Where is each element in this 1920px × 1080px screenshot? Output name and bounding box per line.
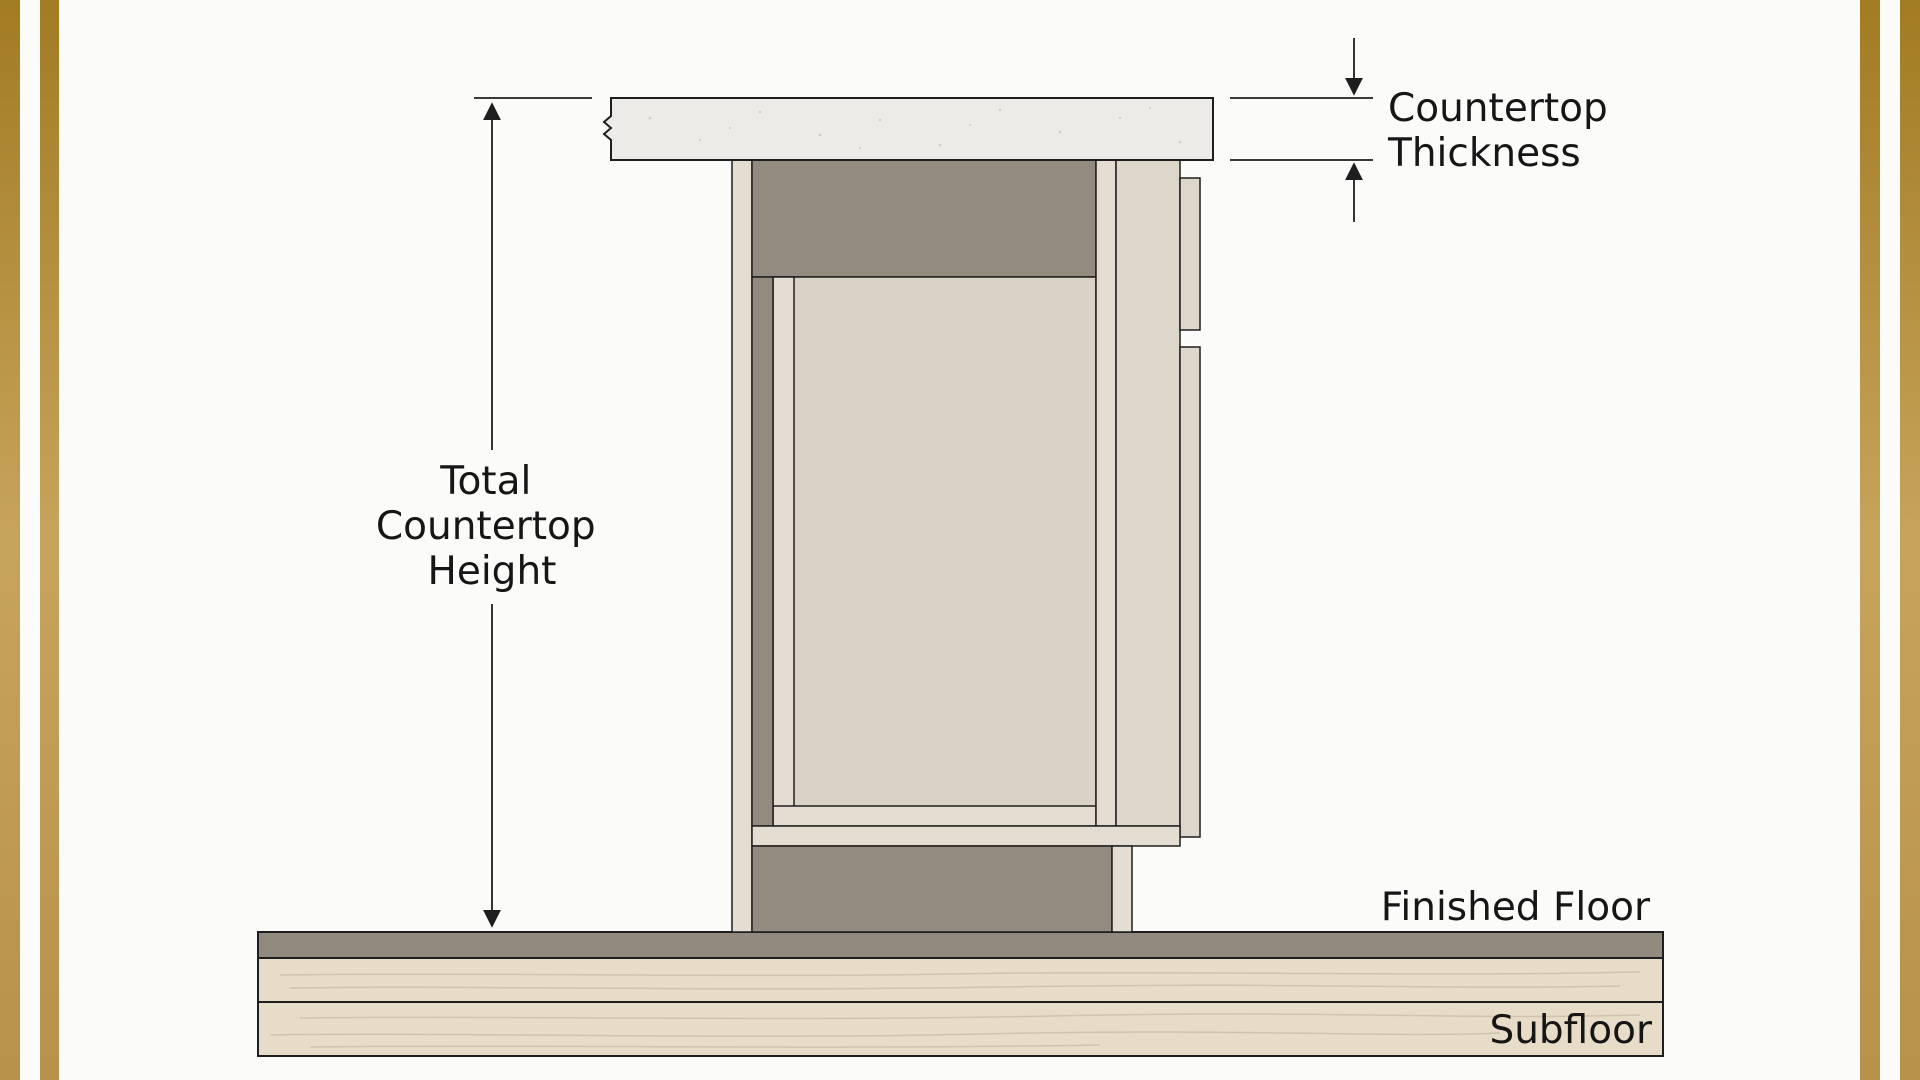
right-frame-border xyxy=(1860,0,1920,1080)
base-cabinet xyxy=(731,159,1201,933)
thickness-dimension xyxy=(1230,38,1373,222)
thickness-label: Countertop Thickness xyxy=(1387,86,1620,176)
countertop xyxy=(602,97,1214,161)
finished-floor xyxy=(257,931,1664,959)
subfloor xyxy=(257,957,1664,1057)
finished-floor-label: Finished Floor xyxy=(1381,885,1651,930)
left-frame-border xyxy=(0,0,59,1080)
total-height-label: Total Countertop Height xyxy=(376,459,608,594)
subfloor-label: Subfloor xyxy=(1489,1008,1653,1053)
total-height-dimension xyxy=(474,97,592,928)
